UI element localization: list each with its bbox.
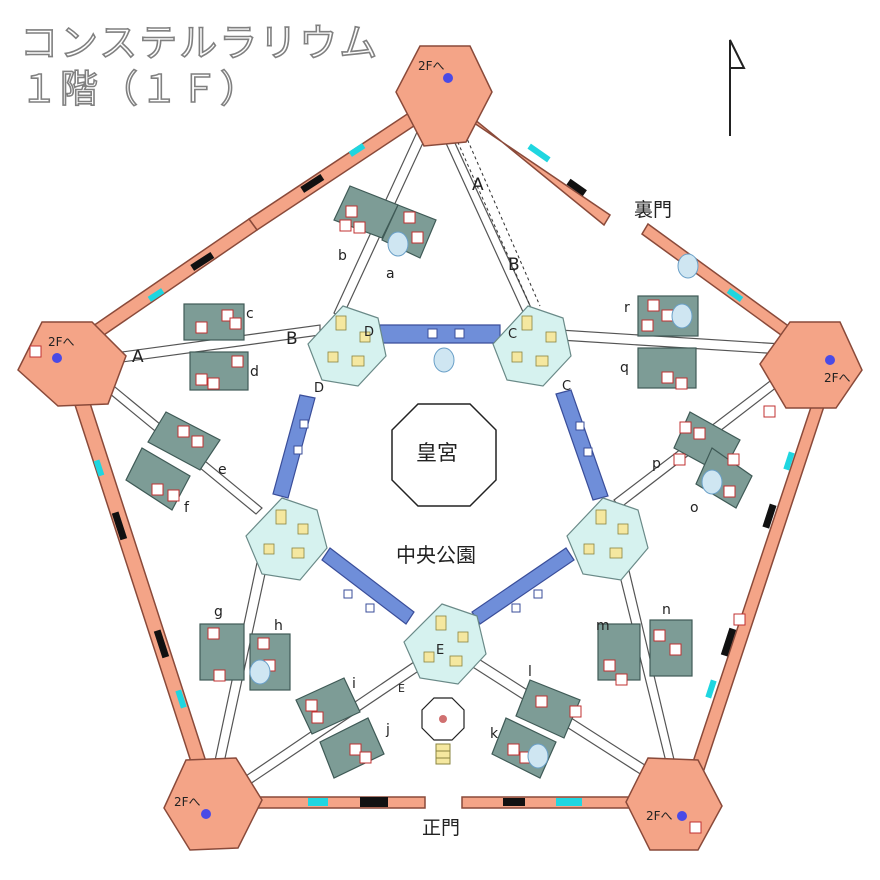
walkway-windows (293, 328, 593, 613)
room-label-r: r (624, 300, 630, 316)
tower-letter-d-1: D (364, 325, 374, 340)
stairs-east-label: 2Fへ (824, 371, 851, 385)
main-gate-label: 正門 (422, 817, 460, 839)
stairs-southwest-label: 2Fへ (174, 795, 201, 809)
room-label-k: k (490, 726, 499, 742)
north-arrow-icon (729, 39, 746, 136)
room-label-b: b (338, 248, 347, 264)
imperial-palace (391, 403, 497, 507)
park-label: 中央公園 (396, 543, 476, 567)
inner-tower-c (492, 305, 572, 387)
room-label-q: q (620, 360, 629, 376)
room-label-e: e (218, 462, 227, 478)
tower-north (395, 45, 493, 147)
inner-tower-furniture (263, 315, 629, 667)
water-orbs (249, 231, 723, 769)
room-label-a: a (386, 266, 395, 282)
room-label-l: l (528, 664, 532, 680)
map-title: コンステルラリウム (19, 20, 380, 66)
inner-tower-d (307, 305, 387, 387)
stairs-north-label: 2Fへ (418, 59, 445, 73)
path-label-a-top: A (472, 175, 484, 195)
tower-letter-e-2: E (398, 682, 405, 695)
room-label-p: p (652, 456, 661, 472)
tower-letter-c-2: C (562, 379, 571, 394)
floor-title: １階（１Ｆ） (19, 66, 261, 112)
room-label-f: f (184, 500, 190, 516)
map-labels: 皇宮 中央公園 裏門 正門 2Fへ 2Fへ 2Fへ 2Fへ 2Fへ A B A … (48, 59, 851, 839)
tower-letter-c-1: C (508, 327, 517, 342)
tower-east (759, 321, 863, 409)
dashed-path-a (447, 119, 533, 311)
tower-southwest (163, 757, 263, 851)
inner-towers (245, 305, 649, 685)
room-label-g: g (214, 604, 223, 620)
stairs-west-label: 2Fへ (48, 335, 75, 349)
path-label-b-top: B (508, 255, 520, 275)
dashed-path-b (457, 117, 541, 307)
fountain (421, 697, 465, 765)
corner-tower-stairs (52, 73, 835, 821)
inner-tower-e (403, 603, 487, 685)
room-label-h: h (274, 618, 283, 634)
room-label-n: n (662, 602, 671, 618)
room-label-m: m (596, 618, 610, 634)
back-gate-label: 裏門 (634, 199, 672, 221)
stairs-southeast-label: 2Fへ (646, 809, 673, 823)
tower-southeast (625, 757, 723, 851)
room-label-j: j (385, 722, 390, 738)
tower-letter-e-1: E (436, 643, 444, 658)
room-label-i: i (352, 676, 356, 692)
tower-letter-d-2: D (314, 381, 324, 396)
palace-label: 皇宮 (416, 441, 458, 465)
wall-marks (93, 143, 795, 807)
tower-west (17, 321, 127, 407)
room-label-d: d (250, 364, 259, 380)
room-label-o: o (690, 500, 699, 516)
inner-tower-right (566, 497, 649, 581)
treasure-markers (29, 205, 776, 834)
path-label-a-left: A (132, 347, 144, 367)
corner-towers (17, 45, 863, 851)
room-label-c: c (246, 306, 254, 322)
inner-tower-left (245, 497, 328, 581)
path-label-b-left: B (286, 329, 298, 349)
